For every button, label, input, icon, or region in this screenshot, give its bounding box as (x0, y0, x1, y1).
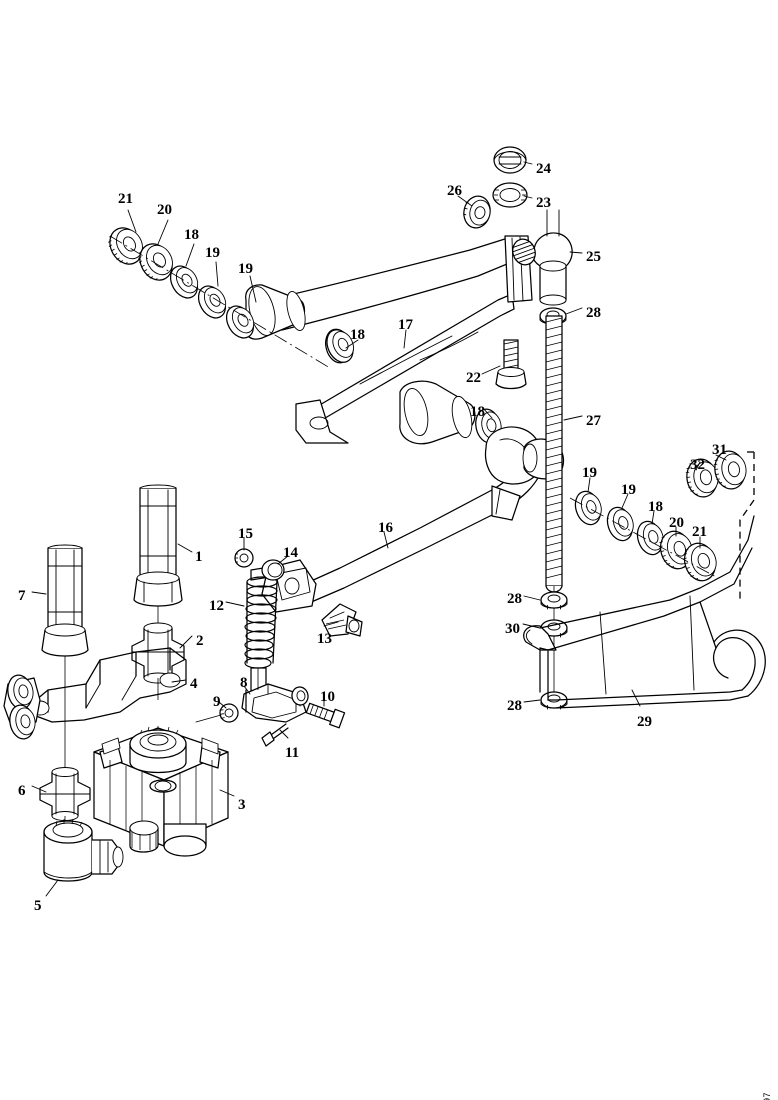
callout-26: 26 (447, 183, 462, 199)
fitting-6 (39, 767, 91, 830)
callout-28: 28 (586, 305, 601, 321)
callout-30: 30 (505, 621, 520, 637)
upper-control-arm (244, 235, 533, 446)
callout-25: 25 (586, 249, 601, 265)
callout-19: 19 (205, 245, 220, 261)
link-16 (321, 603, 363, 637)
callout-28: 28 (507, 698, 522, 714)
callout-8: 8 (240, 675, 248, 691)
callout-31: 31 (712, 442, 727, 458)
callout-28: 28 (507, 591, 522, 607)
callout-10: 10 (320, 689, 335, 705)
push-rod-1 (133, 484, 183, 624)
callout-27: 27 (586, 413, 601, 429)
bolt-22 (495, 339, 527, 390)
callout-23: 23 (536, 195, 551, 211)
callout-20: 20 (669, 515, 684, 531)
callout-12: 12 (209, 598, 224, 614)
top-fastener-stack (463, 146, 573, 326)
callout-4: 4 (190, 676, 198, 692)
callout-11: 11 (285, 745, 300, 761)
callout-21: 21 (118, 191, 133, 207)
callout-14: 14 (283, 545, 298, 561)
callout-15: 15 (238, 526, 253, 542)
callout-6: 6 (18, 783, 26, 799)
bracket-4 (3, 647, 187, 742)
callout-16: 16 (378, 520, 393, 536)
callout-18: 18 (470, 404, 485, 420)
valve-block-3 (93, 726, 229, 857)
spring-12 (234, 548, 285, 694)
clamp-30 (523, 619, 568, 651)
callout-19: 19 (582, 465, 597, 481)
callout-20: 20 (157, 202, 172, 218)
callout-13: 13 (317, 631, 332, 647)
callout-7: 7 (18, 588, 26, 604)
callout-17: 17 (398, 317, 413, 333)
threaded-rod-27 (523, 315, 568, 710)
callout-9: 9 (213, 694, 221, 710)
lower-bracket-29 (539, 515, 766, 709)
leader-lines (31, 161, 727, 897)
callout-18: 18 (184, 227, 199, 243)
clevis-assembly (195, 668, 346, 747)
callout-5: 5 (34, 898, 42, 914)
callout-24: 24 (536, 161, 551, 177)
left-bushing-stack (102, 220, 360, 369)
push-rod-7 (41, 544, 89, 770)
callout-19: 19 (238, 261, 253, 277)
callout-32: 32 (690, 457, 705, 473)
callout-22: 22 (466, 370, 481, 386)
callout-2: 2 (196, 633, 204, 649)
callout-19: 19 (621, 482, 636, 498)
callout-18: 18 (648, 499, 663, 515)
callout-29: 29 (637, 714, 652, 730)
right-bushing-stack (569, 487, 722, 586)
callout-21: 21 (692, 524, 707, 540)
callout-3: 3 (238, 797, 246, 813)
drawing-reference-number: 140.797 (762, 1092, 772, 1100)
callout-1: 1 (195, 549, 203, 565)
pedal-arm (261, 426, 565, 613)
elbow-fitting-5 (43, 818, 124, 882)
ball-joint (533, 209, 573, 306)
callout-18: 18 (350, 327, 365, 343)
